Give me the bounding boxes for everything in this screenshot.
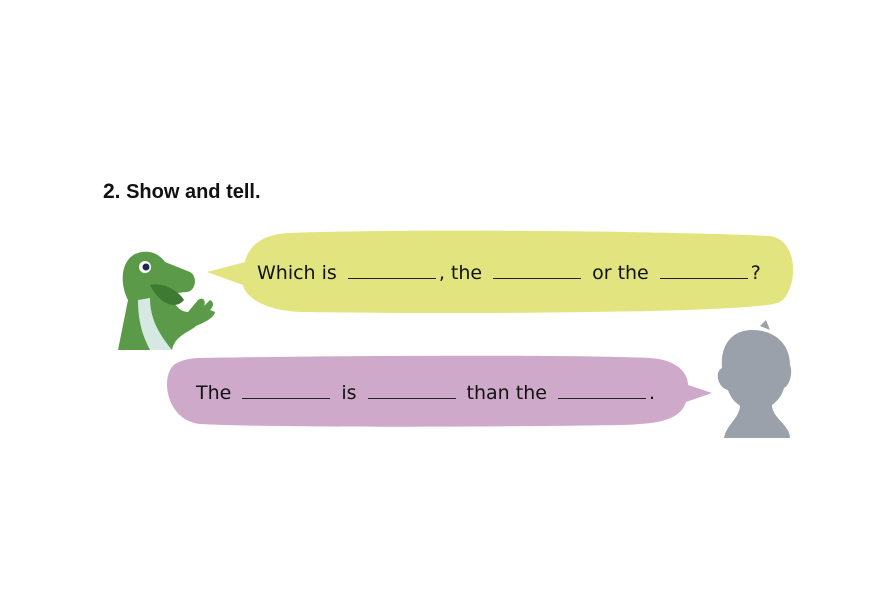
question-text-2: , the bbox=[438, 262, 483, 284]
answer-speech-bubble bbox=[167, 355, 713, 427]
blank-3[interactable] bbox=[659, 277, 748, 279]
answer-sentence: The is than the . bbox=[196, 382, 655, 404]
question-text-4: ? bbox=[750, 262, 761, 284]
exercise-number: 2. bbox=[103, 180, 121, 203]
question-sentence: Which is , the or the ? bbox=[257, 262, 761, 284]
question-text-3: or the bbox=[592, 262, 649, 284]
blank-2[interactable] bbox=[493, 277, 582, 279]
question-text-1: Which is bbox=[257, 262, 337, 284]
exercise-heading: 2. Show and tell. bbox=[103, 180, 261, 204]
answer-text-2: is bbox=[341, 382, 357, 404]
dinosaur-icon bbox=[118, 251, 215, 350]
exercise-title: Show and tell. bbox=[126, 181, 261, 203]
blank-4[interactable] bbox=[242, 397, 331, 399]
blank-6[interactable] bbox=[557, 397, 646, 399]
answer-text-1: The bbox=[196, 382, 232, 404]
person-silhouette-icon bbox=[717, 320, 792, 438]
answer-text-3: than the bbox=[466, 382, 547, 404]
answer-text-4: . bbox=[648, 382, 655, 404]
question-speech-bubble bbox=[207, 230, 794, 313]
blank-1[interactable] bbox=[347, 277, 436, 279]
blank-5[interactable] bbox=[367, 397, 456, 399]
